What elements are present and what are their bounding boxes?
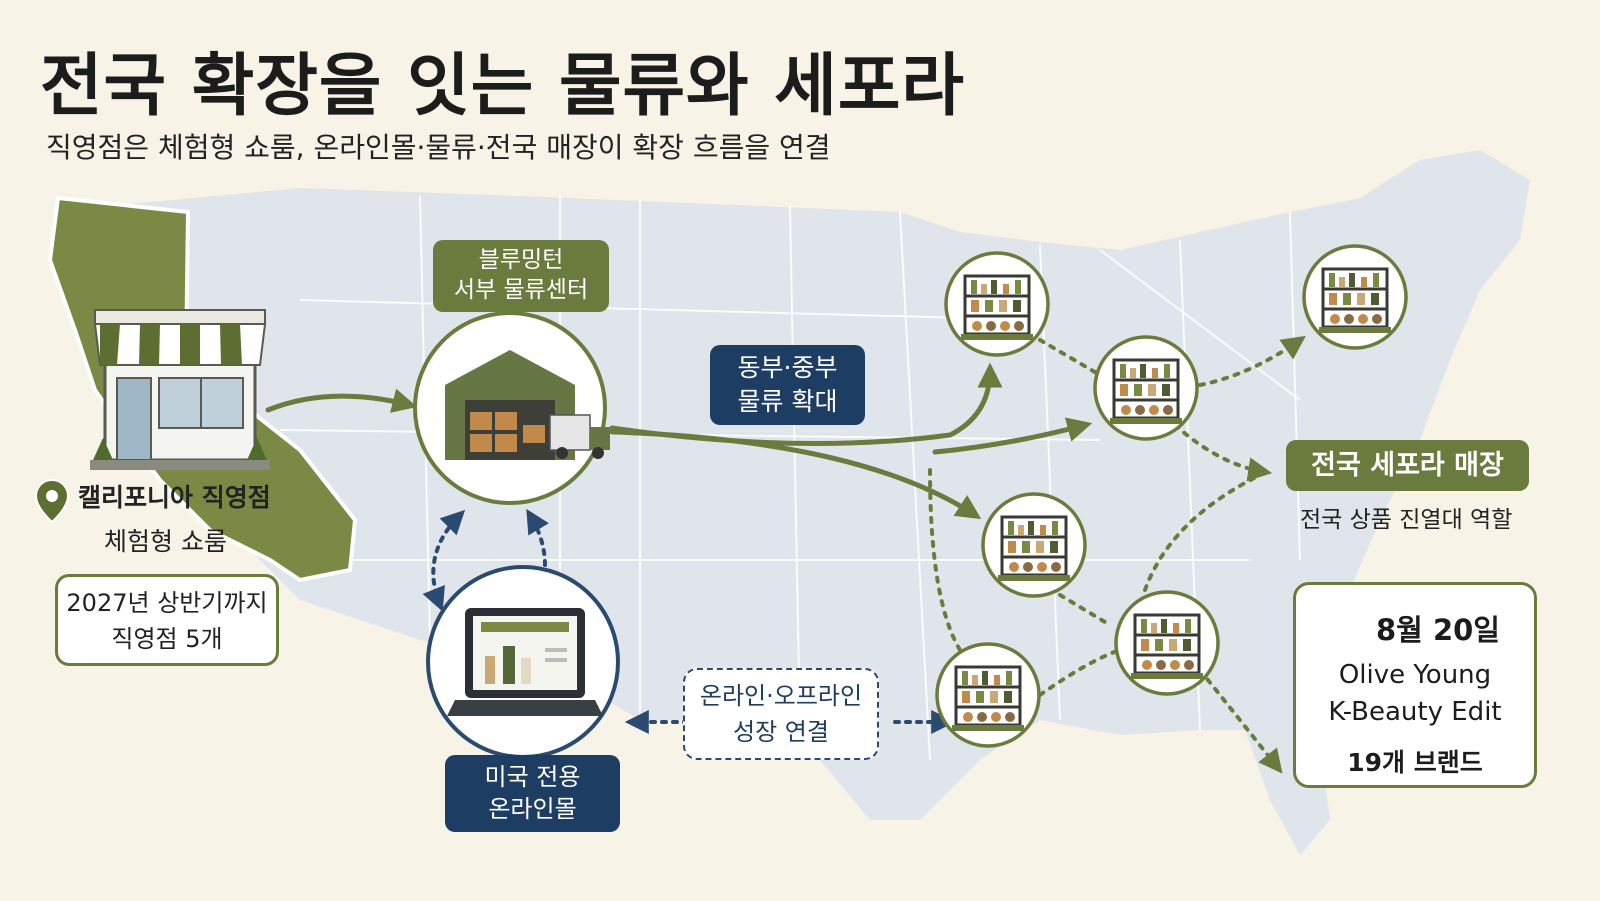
- page-title: 전국 확장을 잇는 물류와 세포라: [40, 47, 965, 126]
- arrow-california-to-dc: [265, 388, 418, 413]
- arrow-to-northeast: [932, 417, 1093, 455]
- california-goal-box: 2027년 상반기까지 직영점 5개: [55, 574, 279, 666]
- shelf-node: [1302, 244, 1408, 350]
- dotted-links: [928, 335, 1306, 774]
- sephora-label: 전국 세포라 매장: [1286, 440, 1529, 492]
- omni-line-1: 온라인·오프라인: [699, 682, 863, 710]
- online-line-1: 미국 전용: [484, 763, 581, 791]
- dc-line-1: 블루밍턴: [478, 247, 564, 273]
- launch-date: 8월 20일: [1376, 613, 1500, 647]
- warehouse-node: [413, 311, 610, 505]
- expansion-line-1: 동부·중부: [737, 353, 838, 382]
- truck-icon: [549, 414, 610, 459]
- launch-line-2: K-Beauty Edit: [1328, 697, 1502, 727]
- sephora-role: 전국 상품 진열대 역할: [1300, 507, 1513, 533]
- expansion-label: 동부·중부 물류 확대: [710, 345, 865, 425]
- laptop-icon: [447, 608, 603, 716]
- shelf-icon: [952, 665, 1024, 731]
- shelf-node: [1093, 335, 1199, 441]
- launch-box: 8월 20일 Olive Young K-Beauty Edit 19개 브랜드: [1293, 582, 1537, 788]
- shelf-icon: [1110, 358, 1182, 424]
- distribution-center-label: 블루밍턴 서부 물류센터: [433, 240, 609, 312]
- online-links: [422, 508, 956, 734]
- arrow-dc-to-center: [609, 429, 982, 520]
- california-store-role: 체험형 쇼룸: [104, 527, 227, 556]
- flow-arrows: [265, 362, 1093, 520]
- page-subtitle: 직영점은 체험형 쇼룸, 온라인몰·물류·전국 매장이 확장 흐름을 연결: [46, 131, 831, 164]
- launch-line-1: Olive Young: [1338, 660, 1492, 690]
- storefront-icon: [90, 309, 270, 470]
- shelf-node: [1114, 590, 1220, 696]
- goal-line-2: 직영점 5개: [111, 625, 223, 653]
- shelf-node: [981, 492, 1087, 598]
- shelf-icon: [998, 515, 1070, 581]
- shelf-node: [935, 642, 1041, 748]
- warehouse-icon: [445, 350, 575, 460]
- goal-line-1: 2027년 상반기까지: [66, 589, 268, 617]
- location-pin-icon: [34, 478, 70, 524]
- omnichannel-box: 온라인·오프라인 성장 연결: [683, 668, 879, 760]
- laptop-node: [426, 565, 620, 759]
- shelf-icon: [961, 274, 1033, 340]
- launch-brands: 19개 브랜드: [1347, 748, 1483, 777]
- california-store-name: 캘리포니아 직영점: [78, 483, 271, 512]
- online-line-2: 온라인몰: [488, 795, 577, 824]
- shelf-node: [944, 251, 1050, 357]
- shelf-icon: [1131, 613, 1203, 679]
- online-mall-label: 미국 전용 온라인몰: [445, 755, 620, 832]
- expansion-line-2: 물류 확대: [737, 386, 838, 416]
- omni-line-2: 성장 연결: [733, 718, 829, 746]
- dc-line-2: 서부 물류센터: [453, 276, 589, 303]
- shelf-icon: [1319, 267, 1391, 333]
- sephora-shelves: [935, 244, 1408, 748]
